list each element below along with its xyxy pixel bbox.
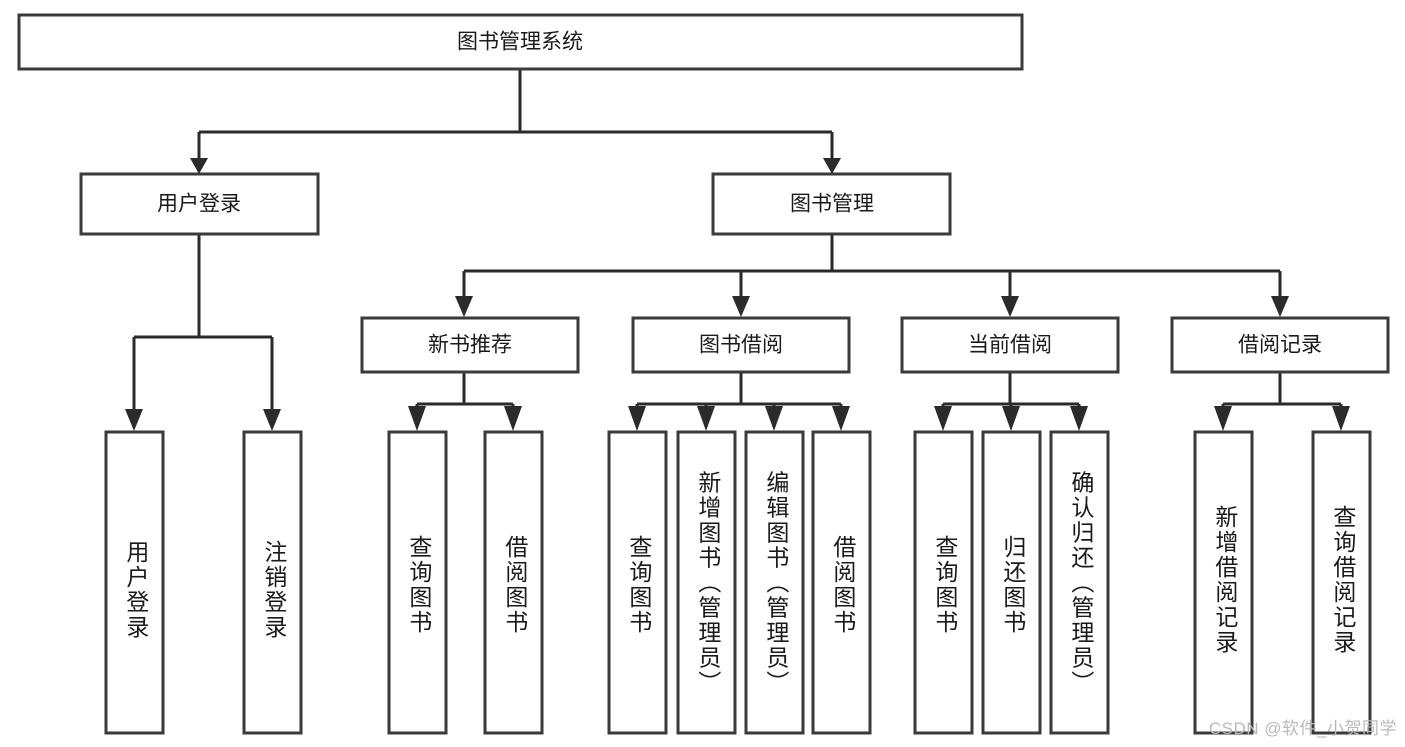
node-user-login-label: 用户登录 (157, 193, 241, 216)
leaf-current-query-book-label: 查询图书 (932, 535, 959, 635)
leaf-records-add-record-box[interactable] (1193, 430, 1254, 735)
leaf-logout[interactable]: 注销登录 (242, 430, 303, 735)
arrowhead-leaf-logout (263, 409, 281, 431)
leaf-borrow-add-book-box[interactable] (676, 430, 737, 735)
node-borrow-records-label: 借阅记录 (1238, 334, 1322, 357)
leaf-current-return-book[interactable]: 归还图书 (981, 430, 1042, 735)
arrowhead-leaf-user-login (125, 409, 143, 431)
arrowhead-current-leaf-1 (1002, 406, 1020, 431)
leaf-borrow-query-book-box[interactable] (607, 430, 668, 735)
leaf-records-add-record-label: 新增借阅记录 (1212, 505, 1239, 655)
leaf-borrow-add-book-label: 新增图书（管理员） (695, 471, 722, 696)
leaf-newbook-query-book[interactable]: 查询图书 (387, 430, 448, 735)
arrowhead-borrow-leaf-3 (832, 406, 850, 431)
node-new-book-recommend-label: 新书推荐 (428, 334, 512, 357)
arrowhead-borrow-records (1271, 296, 1289, 317)
arrowhead-book-mgmt (823, 158, 841, 174)
leaf-borrow-add-book[interactable]: 新增图书（管理员） (676, 430, 737, 735)
arrowhead-records-leaf-0 (1214, 406, 1232, 431)
node-book-borrow-box[interactable] (631, 316, 851, 374)
node-borrow-records[interactable]: 借阅记录 (1170, 316, 1390, 374)
leaf-current-query-book-box[interactable] (913, 430, 974, 735)
leaf-borrow-query-book[interactable]: 查询图书 (607, 430, 668, 735)
node-current-borrow[interactable]: 当前借阅 (900, 316, 1120, 374)
node-user-login[interactable]: 用户登录 (79, 172, 320, 236)
node-current-borrow-label: 当前借阅 (968, 334, 1052, 357)
leaf-borrow-borrow-book-label: 借阅图书 (830, 535, 857, 635)
arrowhead-records-leaf-1 (1332, 406, 1350, 431)
leaf-borrow-borrow-book[interactable]: 借阅图书 (811, 430, 872, 735)
node-book-borrow[interactable]: 图书借阅 (631, 316, 851, 374)
node-new-book-recommend-box[interactable] (360, 316, 580, 374)
leaf-current-query-book[interactable]: 查询图书 (913, 430, 974, 735)
node-new-book-recommend[interactable]: 新书推荐 (360, 316, 580, 374)
leaf-newbook-query-book-box[interactable] (387, 430, 448, 735)
arrowhead-current-leaf-0 (934, 406, 952, 431)
leaf-newbook-borrow-book-label: 借阅图书 (502, 535, 529, 635)
leaf-newbook-query-book-label: 查询图书 (406, 535, 433, 635)
leaf-borrow-borrow-book-box[interactable] (811, 430, 872, 735)
leaf-borrow-edit-book[interactable]: 编辑图书（管理员） (744, 430, 805, 735)
leaf-current-return-book-box[interactable] (981, 430, 1042, 735)
leaf-current-confirm-return-box[interactable] (1049, 430, 1110, 735)
node-book-management-box[interactable] (711, 172, 952, 236)
arrowhead-current-leaf-2 (1070, 406, 1088, 431)
arrowhead-borrow-leaf-0 (628, 406, 646, 431)
node-borrow-records-box[interactable] (1170, 316, 1390, 374)
node-root[interactable]: 图书管理系统 (17, 13, 1024, 71)
leaf-user-login-label: 用户登录 (123, 540, 150, 640)
leaf-logout-box[interactable] (242, 430, 303, 735)
arrowhead-book-borrow (732, 296, 750, 317)
arrowhead-user-login (190, 158, 208, 174)
node-book-borrow-label: 图书借阅 (699, 334, 783, 357)
connector-group (125, 69, 1350, 431)
leaf-newbook-borrow-book[interactable]: 借阅图书 (483, 430, 544, 735)
leaf-records-add-record[interactable]: 新增借阅记录 (1193, 430, 1254, 735)
leaf-user-login-box[interactable] (104, 430, 165, 735)
arrowhead-newbook-leaf-0 (408, 406, 426, 431)
node-root-box[interactable] (17, 13, 1024, 71)
leaf-borrow-edit-book-label: 编辑图书（管理员） (763, 471, 790, 696)
node-user-login-box[interactable] (79, 172, 320, 236)
node-current-borrow-box[interactable] (900, 316, 1120, 374)
arrowhead-new-book (455, 296, 473, 317)
leaf-current-return-book-label: 归还图书 (1000, 535, 1027, 635)
leaf-current-confirm-return-label: 确认归还（管理员） (1068, 471, 1095, 696)
node-book-management[interactable]: 图书管理 (711, 172, 952, 236)
leaf-user-login[interactable]: 用户登录 (104, 430, 165, 735)
arrowhead-borrow-leaf-2 (765, 406, 783, 431)
leaf-logout-label: 注销登录 (261, 540, 288, 640)
leaf-newbook-borrow-book-box[interactable] (483, 430, 544, 735)
arrowhead-borrow-leaf-1 (697, 406, 715, 431)
node-root-label: 图书管理系统 (457, 31, 583, 54)
arrowhead-newbook-leaf-1 (504, 406, 522, 431)
leaf-current-confirm-return[interactable]: 确认归还（管理员） (1049, 430, 1110, 735)
leaf-borrow-query-book-label: 查询图书 (626, 535, 653, 635)
leaf-records-query-record[interactable]: 查询借阅记录 (1311, 430, 1372, 735)
arrowhead-current-borrow (1001, 296, 1019, 317)
leaf-records-query-record-label: 查询借阅记录 (1330, 505, 1357, 655)
leaf-borrow-edit-book-box[interactable] (744, 430, 805, 735)
leaf-records-query-record-box[interactable] (1311, 430, 1372, 735)
node-book-management-label: 图书管理 (790, 193, 874, 216)
